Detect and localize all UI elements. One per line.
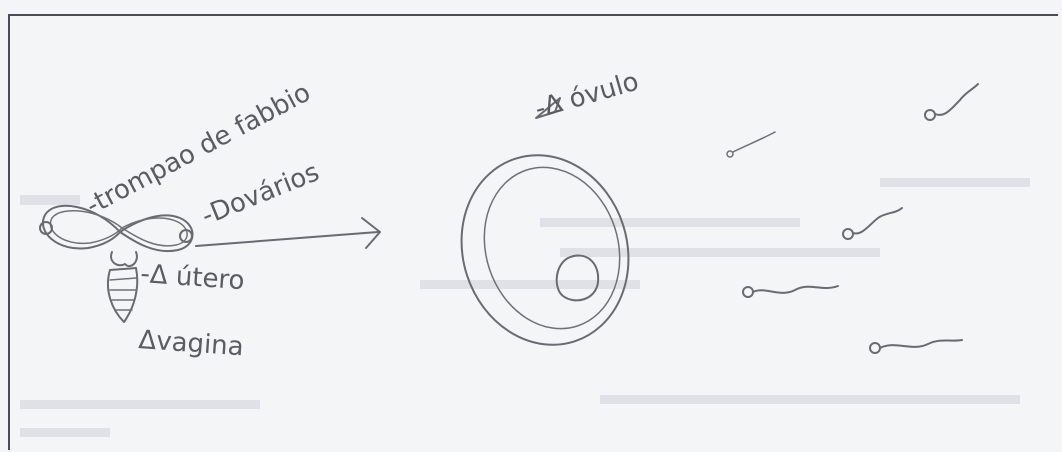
uterus-shape	[111, 252, 137, 266]
label-vagina: Δvagina	[138, 325, 245, 362]
arrow-line	[196, 232, 378, 246]
sperm-cell	[743, 286, 838, 297]
label-ovaries: -Dovários	[197, 157, 323, 231]
ovum-sketch	[437, 98, 652, 367]
label-uterus: -Δ útero	[140, 259, 246, 296]
sperm-cell	[843, 208, 902, 239]
sperm-cell	[870, 340, 962, 353]
sperm-cell	[727, 132, 775, 157]
label-ovum: -Δ óvulo	[532, 67, 642, 125]
sperm-cell	[925, 84, 978, 120]
nucleus	[557, 255, 599, 300]
vagina-shape	[108, 268, 137, 322]
